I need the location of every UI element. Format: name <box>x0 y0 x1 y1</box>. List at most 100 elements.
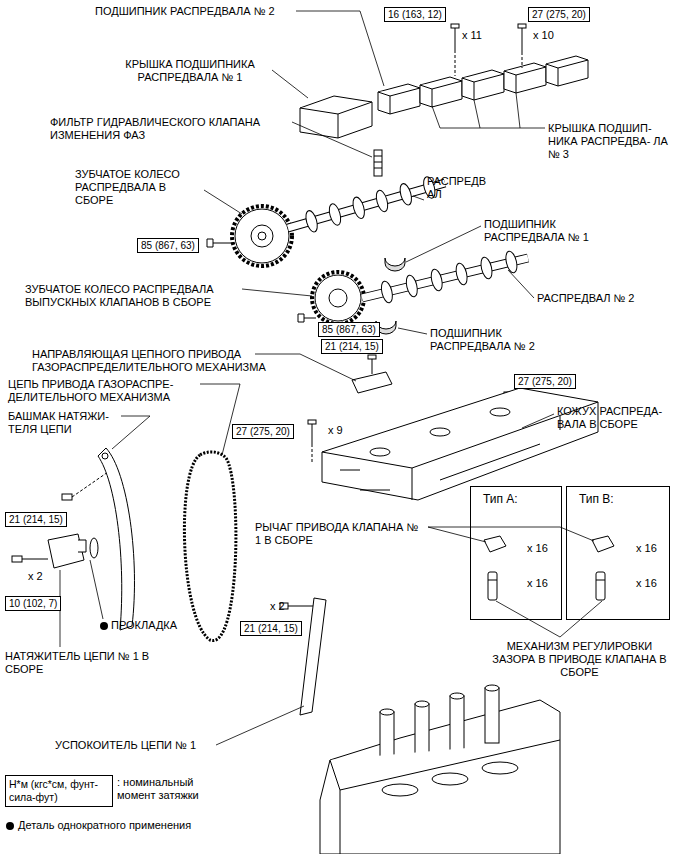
bearing-shell <box>385 258 405 271</box>
legend-text: : номинальный момент затяжки <box>117 776 217 802</box>
cylinder-block <box>450 693 464 699</box>
bolt <box>298 314 316 322</box>
leader-line <box>216 706 304 745</box>
lash-adjuster <box>488 572 497 600</box>
part-label: КОЖУХ РАСПРЕДА- ВАЛА В СБОРЕ <box>557 405 682 431</box>
camshaft-housing <box>322 388 598 500</box>
bolt <box>522 28 523 52</box>
camshaft-housing <box>340 416 560 490</box>
part-label: КРЫШКА ПОДШИП- НИКА РАСПРЕДВА- ЛА № 3 <box>548 122 673 161</box>
bolt <box>368 355 376 359</box>
bearing-cap <box>462 70 504 100</box>
camshaft <box>504 250 519 274</box>
part-label: БАШМАК НАТЯЖИ- ТЕЛЯ ЦЕПИ <box>8 410 128 436</box>
torque-value: 21 (214, 15) <box>244 622 298 635</box>
filter <box>374 156 382 168</box>
quantity-label: x 10 <box>533 29 554 42</box>
leader-line <box>292 122 372 157</box>
cam-sprocket <box>258 232 266 240</box>
part-label: РАСПРЕДВАЛ № 2 <box>537 292 634 305</box>
camshaft-housing <box>430 428 450 436</box>
bolt <box>455 50 456 76</box>
cam-sprocket <box>251 225 273 247</box>
legend-unit: Н*м (кгс*см, фунт- сила-фут) <box>9 778 109 804</box>
chain-guide <box>352 372 392 393</box>
quantity-label: x 2 <box>270 600 285 613</box>
quantity-label: x 16 <box>527 542 548 555</box>
camshaft <box>374 189 390 213</box>
camshaft <box>362 250 528 304</box>
bolt <box>72 472 108 497</box>
bolt <box>12 556 22 562</box>
camshaft <box>304 176 437 234</box>
cylinder-block <box>432 773 468 785</box>
cylinder-block <box>415 701 429 707</box>
part-label: МЕХАНИЗМ РЕГУЛИРОВКИ ЗАЗОРА В ПРИВОДЕ КЛ… <box>492 640 667 679</box>
camshaft <box>479 256 494 280</box>
camshaft <box>379 250 518 304</box>
tensioner-slipper <box>98 448 134 630</box>
cylinder-block <box>382 784 418 796</box>
cylinder-block <box>320 700 560 854</box>
bearing-cap <box>378 88 420 114</box>
torque-value: 16 (163, 12) <box>388 8 442 21</box>
part-label: НАТЯЖИТЕЛЬ ЦЕПИ № 1 В СБОРЕ <box>5 650 160 676</box>
torque-value: 27 (275, 20) <box>518 375 572 388</box>
camshaft <box>398 182 414 206</box>
legend-text: Деталь однократного применения <box>18 819 191 832</box>
part-label: ПОДШИПНИК РАСПРЕДВАЛА № 2 <box>430 327 560 353</box>
camshaft <box>351 196 367 220</box>
filter <box>374 150 382 176</box>
part-label: КРЫШКА ПОДШИПНИКА РАСПРЕДВАЛА № 1 <box>115 58 265 84</box>
leader-line <box>296 11 384 86</box>
quantity-label: x 16 <box>527 577 548 590</box>
torque-box: 21 (214, 15) <box>240 621 302 636</box>
chain-tensioner <box>90 538 98 558</box>
part-label: ЗУБЧАТОЕ КОЛЕСО РАСПРЕДВАЛА В СБОРЕ <box>75 168 200 207</box>
cam-sprocket <box>329 289 347 307</box>
torque-box: 85 (867, 63) <box>318 322 380 337</box>
bearing-cap <box>378 84 420 114</box>
bearing-cap <box>300 96 372 138</box>
cylinder-block <box>330 740 560 854</box>
rocker-arm <box>592 536 614 552</box>
camshaft-housing <box>370 448 390 456</box>
cylinder-block <box>485 685 499 691</box>
leader-line <box>90 560 103 619</box>
camshaft <box>304 209 320 233</box>
torque-value: 27 (275, 20) <box>532 8 586 21</box>
bolt <box>22 559 48 560</box>
part-label: НАПРАВЛЯЮЩАЯ ЦЕПНОГО ПРИВОДА ГАЗОРАСПРЕД… <box>32 348 297 374</box>
part-label: ФИЛЬТР ГИДРАВЛИЧЕСКОГО КЛАПАНА ИЗМЕНЕНИЯ… <box>50 116 320 142</box>
torque-value: 27 (275, 20) <box>236 425 290 438</box>
torque-box: 85 (867, 63) <box>137 238 199 253</box>
bolt <box>62 494 72 500</box>
single-use-mark <box>100 622 108 630</box>
type-box: Тип А: <box>470 486 562 620</box>
bearing-cap <box>420 81 462 107</box>
legend-box: Н*м (кгс*см, фунт- сила-фут) <box>5 775 113 807</box>
leader-line <box>398 328 427 334</box>
cylinder-block <box>485 688 499 743</box>
chain-tensioner <box>78 540 86 552</box>
cylinder-block <box>320 685 560 854</box>
cam-sprocket <box>312 272 364 324</box>
torque-box: 10 (102, 7) <box>5 596 61 611</box>
leader-line <box>522 414 554 428</box>
quantity-label: x 2 <box>28 570 43 583</box>
cam-sprocket <box>235 209 289 263</box>
leader-line <box>112 416 150 449</box>
leader-line <box>432 93 545 128</box>
leader-line <box>204 190 242 214</box>
part-label: ПОДШИПНИК РАСПРЕДВАЛА № 1 <box>484 218 614 244</box>
bearing-cap <box>504 63 546 93</box>
bearing-cap <box>546 60 588 86</box>
bearing-cap <box>462 74 504 100</box>
bolt <box>522 52 523 68</box>
bearing-shell <box>376 258 405 334</box>
cylinder-block <box>380 709 394 715</box>
cam-sprocket <box>315 275 361 321</box>
bearing-cap <box>546 56 588 86</box>
torque-value: 85 (867, 63) <box>141 239 195 252</box>
lash-adjuster <box>488 572 605 600</box>
